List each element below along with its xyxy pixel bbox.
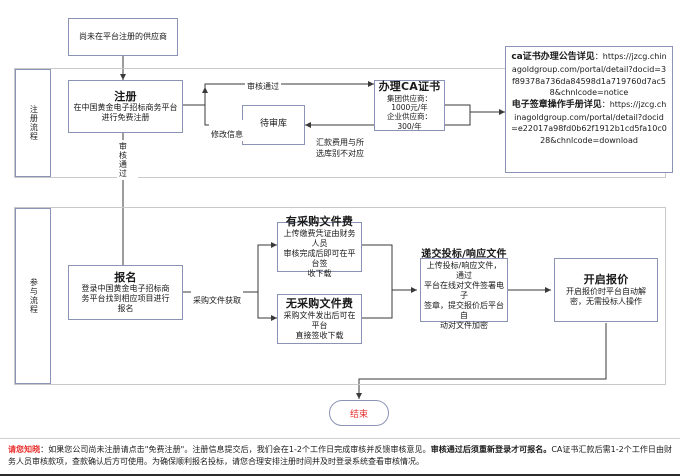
node-fee-free[interactable]: 无采购文件费 采购文件发出后可在平台 直接签收下载 — [277, 294, 362, 344]
node-pending-pool[interactable]: 待审库 — [242, 105, 305, 145]
node-ca-certificate-sub: 集团供应商：1000元/年 企业供应商： 300/年 — [387, 93, 432, 131]
edge-label-modify-info-text: 修改信息 — [211, 130, 243, 140]
info-panel-links[interactable]: ca证书办理公告详见：https://jzcg.chinagoldgroup.c… — [505, 46, 673, 173]
node-open-quotation[interactable]: 开启报价 开启报价时平台自动解 密，无需投标人操作 — [554, 258, 658, 322]
info-line-esign-manual-url: https://jzcg.chinagoldgroup.com/portal/d… — [511, 99, 667, 146]
node-register-title: 注册 — [114, 89, 137, 103]
node-fee-required-sub: 上传缴费凭证由财务人员 审核完成后即可在平台签 收下载 — [283, 228, 356, 278]
node-register-sub: 在中国黄金电子招标商务平台 进行免费注册 — [73, 103, 178, 123]
edge-label-doc-fetch: 采购文件获取 — [191, 286, 243, 307]
node-submit-bid-sub: 上传投标/响应文件，通过 平台在线对文件签署电子 签章，提交报价后平台自 动对文… — [424, 261, 504, 331]
footer-note-body-2: CA证书汇款后需1-2个工作日由财务人员审核款项，查款确认后方可使用。为确保顺利… — [8, 445, 673, 466]
node-signup-title: 报名 — [114, 270, 137, 284]
node-open-quotation-sub: 开启报价时平台自动解 密，无需投标人操作 — [566, 286, 646, 306]
node-pending-pool-title: 待审库 — [259, 119, 287, 130]
info-line-ca-notice: ca证书办理公告详见：https://jzcg.chinagoldgroup.c… — [511, 52, 667, 98]
node-ca-certificate-title: 办理CA证书 — [378, 79, 441, 93]
lane-label-participate: 参与流程 — [15, 208, 51, 384]
node-signup-sub: 登录中国黄金电子招标商 务平台找到相应项目进行 报名 — [81, 284, 170, 314]
lane-label-register: 注册流程 — [15, 69, 51, 177]
node-open-quotation-title: 开启报价 — [583, 273, 629, 287]
edge-label-approved-top: 审核通过 — [245, 72, 281, 93]
edge-label-fee-mismatch: 汇款费用与所 选库别不对应 — [311, 128, 369, 160]
node-submit-bid[interactable]: 递交投标/响应文件 上传投标/响应文件，通过 平台在线对文件签署电子 签章，提交… — [420, 249, 508, 330]
node-ca-certificate[interactable]: 办理CA证书 集团供应商：1000元/年 企业供应商： 300/年 — [374, 80, 445, 131]
info-line-ca-notice-label: ca证书办理公告详见 — [511, 52, 595, 62]
edge-label-approved-top-text: 审核通过 — [247, 82, 279, 92]
node-end-label: 结束 — [349, 409, 368, 420]
info-line-ca-notice-url: https://jzcg.chinagoldgroup.com/portal/d… — [511, 52, 667, 98]
lane-label-participate-text: 参与流程 — [29, 278, 39, 314]
edge-label-modify-info: 修改信息 — [209, 120, 245, 141]
node-signup[interactable]: 报名 登录中国黄金电子招标商 务平台找到相应项目进行 报名 — [68, 265, 183, 320]
footer-note-prefix: 请您知晓 — [8, 445, 41, 454]
lane-label-register-text: 注册流程 — [29, 105, 39, 141]
footer-note-emphasis: 审核通过后须重新登录才可报名。 — [430, 445, 552, 454]
info-line-esign-manual: 电子签章操作手册详见：https://jzcg.chinagoldgroup.c… — [511, 99, 667, 146]
node-register[interactable]: 注册 在中国黄金电子招标商务平台 进行免费注册 — [68, 80, 183, 133]
node-fee-required-title: 有采购文件费 — [285, 215, 354, 229]
edge-label-approved-vertical-text: 审核通过 — [118, 142, 128, 178]
edge-label-approved-vertical: 审核通过 — [117, 140, 138, 180]
edge-label-fee-mismatch-text: 汇款费用与所 选库别不对应 — [316, 138, 364, 158]
lane-participate — [14, 207, 666, 385]
node-start-supplier-title: 尚未在平台注册的供应商 — [79, 32, 167, 41]
node-submit-bid-title: 递交投标/响应文件 — [421, 248, 507, 260]
node-end[interactable]: 结束 — [329, 400, 389, 426]
footer-note-body-1: ：如果您公司尚未注册请点击"免费注册"。注册信息提交后，我们会在1-2个工作日完… — [40, 445, 431, 454]
node-fee-free-sub: 采购文件发出后可在平台 直接签收下载 — [283, 310, 356, 340]
info-line-esign-manual-label: 电子签章操作手册详见 — [511, 99, 602, 110]
node-fee-required[interactable]: 有采购文件费 上传缴费凭证由财务人员 审核完成后即可在平台签 收下载 — [277, 215, 362, 278]
footer-note: 请您知晓：如果您公司尚未注册请点击"免费注册"。注册信息提交后，我们会在1-2个… — [0, 438, 680, 476]
node-start-supplier[interactable]: 尚未在平台注册的供应商 — [68, 18, 178, 56]
node-fee-free-title: 无采购文件费 — [285, 297, 354, 311]
edge-label-doc-fetch-text: 采购文件获取 — [193, 296, 241, 306]
